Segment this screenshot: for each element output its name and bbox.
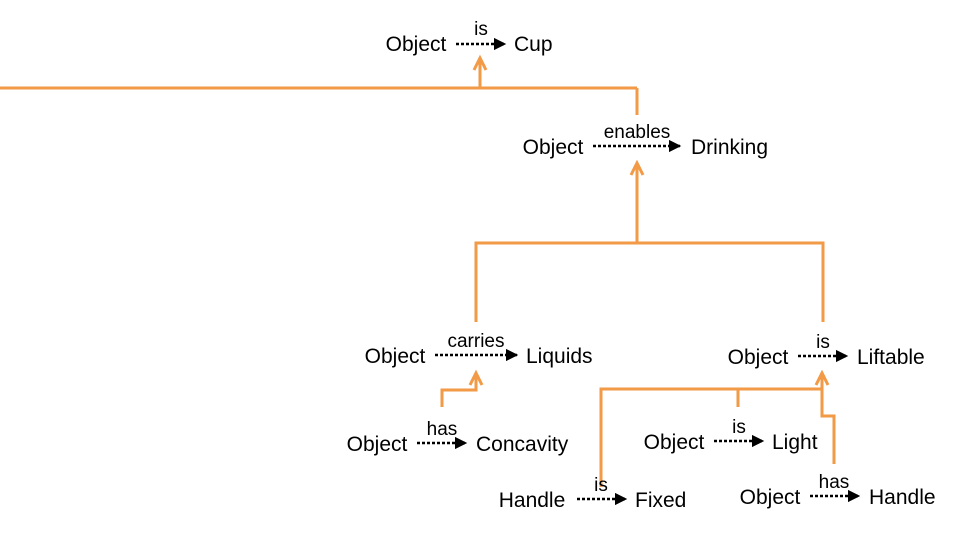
triple-object: Light [772,431,818,454]
triple-object: Cup [514,33,553,56]
triple-subject: Object [365,345,426,368]
triple-object-is-cup: Object is Cup [386,19,553,56]
triple-object-has-concavity: Object has Concavity [347,419,569,456]
triple-object-is-liftable: Object is Liftable [728,332,925,369]
connector-liquids-liftable-to-drinking [474,165,825,322]
triple-object-is-light: Object is Light [644,417,818,454]
triple-object-carries-liquids: Object carries Liquids [365,331,593,368]
arrowhead-drinking [629,159,645,176]
arrowhead-liftable [814,369,830,386]
triple-subject: Handle [499,489,566,512]
arrowhead-liquids [468,369,484,386]
triple-subject: Object [386,33,447,56]
triple-subject: Object [728,346,789,369]
arrowhead-cup [472,54,488,71]
triple-object-enables-drinking: Object enables Drinking [523,122,768,159]
triple-object: Liquids [526,345,593,368]
connector-light-fixed-handle-to-liftable [599,375,836,487]
triple-relation: enables [604,122,671,143]
triple-object-has-handle: Object has Handle [740,472,936,509]
triple-object: Drinking [691,136,768,159]
triple-relation: is [816,332,830,353]
connector-concavity-to-liquids [440,375,478,407]
triple-relation: has [819,472,850,493]
triple-subject: Object [523,136,584,159]
triple-subject: Object [644,431,705,454]
triple-relation: has [427,419,458,440]
triple-relation: is [594,475,608,496]
triple-subject: Object [740,486,801,509]
triple-object: Concavity [476,433,569,456]
support-connectors [0,54,836,487]
triple-handle-is-fixed: Handle is Fixed [499,475,687,512]
triple-subject: Object [347,433,408,456]
triple-object: Handle [869,486,936,509]
connector-drinking-to-cup [0,60,639,115]
triple-relation: is [732,417,746,438]
triple-relation: carries [447,331,504,352]
triple-relation: is [474,19,488,40]
triple-object: Fixed [635,489,686,512]
triple-object: Liftable [857,346,925,369]
